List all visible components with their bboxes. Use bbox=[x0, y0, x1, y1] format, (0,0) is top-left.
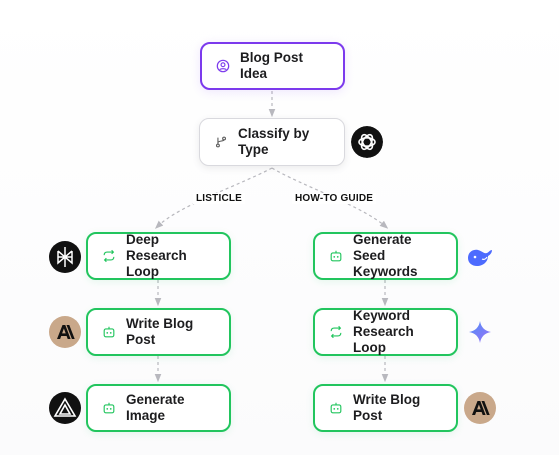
gemini-logo bbox=[464, 316, 496, 348]
node-deep-research-loop[interactable]: Deep Research Loop bbox=[86, 232, 231, 280]
perplexity-logo bbox=[49, 241, 81, 273]
edge-label-how-to-guide: HOW-TO GUIDE bbox=[292, 193, 377, 204]
edge-label-listicle: LISTICLE bbox=[193, 193, 246, 204]
node-label: Blog Post Idea bbox=[240, 50, 303, 81]
loop-icon bbox=[329, 325, 343, 339]
loop-icon bbox=[102, 249, 116, 263]
flux-logo bbox=[49, 392, 81, 424]
deepseek-logo bbox=[464, 241, 496, 273]
node-keyword-research-loop[interactable]: Keyword Research Loop bbox=[313, 308, 458, 356]
node-write-blog-post-left[interactable]: Write Blog Post bbox=[86, 308, 231, 356]
openai-logo bbox=[351, 126, 383, 158]
node-write-blog-post-right[interactable]: Write Blog Post bbox=[313, 384, 458, 432]
node-generate-seed-keywords[interactable]: Generate Seed Keywords bbox=[313, 232, 458, 280]
node-label: Write Blog Post bbox=[126, 316, 194, 347]
bot-icon bbox=[329, 401, 343, 415]
branch-icon bbox=[214, 135, 228, 149]
node-label: Keyword Research Loop bbox=[353, 308, 414, 355]
node-label: Deep Research Loop bbox=[126, 232, 187, 279]
node-label: Classify by Type bbox=[238, 126, 310, 157]
node-blog-post-idea[interactable]: Blog Post Idea bbox=[200, 42, 345, 90]
node-label: Write Blog Post bbox=[353, 392, 421, 423]
anthropic-logo bbox=[49, 316, 81, 348]
node-classify-by-type[interactable]: Classify by Type bbox=[199, 118, 345, 166]
anthropic-logo bbox=[464, 392, 496, 424]
bot-icon bbox=[102, 325, 116, 339]
node-generate-image[interactable]: Generate Image bbox=[86, 384, 231, 432]
user-circle-icon bbox=[216, 59, 230, 73]
bot-icon bbox=[102, 401, 116, 415]
bot-icon bbox=[329, 249, 343, 263]
node-label: Generate Image bbox=[126, 392, 185, 423]
node-label: Generate Seed Keywords bbox=[353, 232, 418, 279]
